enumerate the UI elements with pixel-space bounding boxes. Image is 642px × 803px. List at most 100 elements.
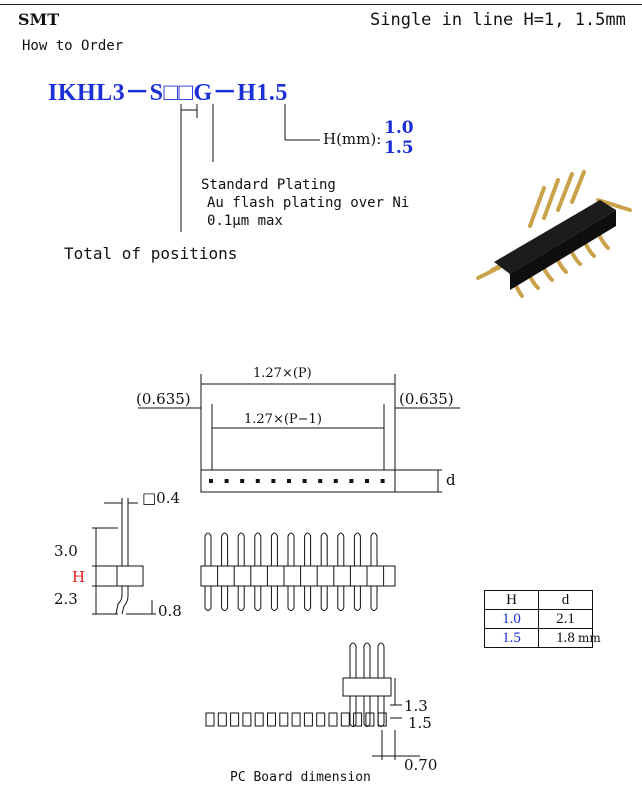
pitch-inner-label: 1.27×(P−1) — [244, 412, 322, 427]
top-view-pad — [287, 479, 291, 483]
category-label: SMT — [18, 10, 60, 29]
pcb-pin-top — [377, 642, 385, 678]
plating-desc: Au flash plating over Ni — [207, 195, 410, 211]
pn-mid: G－H — [193, 80, 257, 106]
front-pin-top — [204, 532, 212, 566]
pcb-pad-square — [291, 712, 301, 727]
table-header-row: H d — [484, 590, 593, 610]
front-pin-top — [353, 532, 361, 566]
front-pin-bottom — [204, 586, 212, 611]
pcb-pad-square — [267, 712, 276, 727]
front-pin-top — [237, 532, 245, 566]
front-pin-bottom — [221, 586, 229, 611]
top-view-pad — [349, 479, 354, 483]
top-rule — [0, 4, 642, 5]
pcb-pad-square — [316, 712, 326, 727]
table-header: d — [538, 590, 593, 610]
pcb-pad-square — [377, 712, 387, 727]
table-cell: 2.1 — [538, 609, 593, 629]
pcb-pad-square — [303, 712, 313, 727]
top-view-pad — [240, 479, 245, 483]
dim-foot-label: 0.8 — [158, 602, 182, 620]
top-view-pad — [380, 479, 385, 483]
pin-size-label: □0.4 — [142, 489, 181, 507]
plating-thickness: 0.1μm max — [207, 213, 283, 229]
front-pin-bottom — [254, 586, 262, 611]
total-positions-label: Total of positions — [64, 244, 238, 263]
plating-block: Standard Plating Au flash plating over N… — [201, 176, 409, 230]
top-view-pad — [365, 479, 369, 483]
front-pin-bottom — [320, 586, 328, 611]
front-pin-top — [370, 532, 378, 566]
h-mm-label: H(mm): — [323, 130, 382, 148]
how-to-order-heading: How to Order — [22, 38, 124, 54]
table-cell: 1.8 — [538, 628, 593, 648]
h-option: 1.0 — [384, 118, 414, 138]
front-view-pins — [204, 532, 385, 611]
pcb-pad-square — [217, 712, 227, 727]
front-pin-top — [287, 532, 295, 566]
pitch-total-label: 1.27×(P) — [253, 366, 312, 381]
front-pin-top — [337, 532, 345, 566]
front-pin-top — [221, 532, 229, 566]
page-subtitle: Single in line H=1, 1.5mm — [370, 10, 626, 30]
plating-title: Standard Plating — [201, 177, 336, 193]
pcb-pad-square — [328, 712, 338, 727]
pcb-pin-bottom — [349, 696, 357, 727]
h-options: 1.0 1.5 — [384, 118, 414, 158]
table-row: 1.0 2.1 — [484, 609, 593, 629]
pcb-pad-square — [230, 712, 240, 727]
dim-top-label: 3.0 — [54, 542, 78, 560]
front-pin-bottom — [304, 586, 312, 611]
top-view-pads — [209, 479, 385, 483]
h-d-table: H d 1.0 2.1 1.5 1.8 — [484, 590, 593, 648]
pcb-pad-square — [254, 712, 264, 727]
margin-left-label: (0.635) — [136, 390, 191, 408]
pcb-caption: PC Board dimension — [230, 770, 371, 785]
top-view-pad — [209, 479, 213, 483]
front-pin-bottom — [270, 586, 278, 611]
pcb-13-label: 1.3 — [404, 697, 428, 715]
front-pin-bottom — [237, 586, 245, 611]
front-pin-bottom — [353, 586, 361, 611]
pcb-pad-square — [279, 712, 289, 727]
pcb-footprint — [205, 712, 387, 727]
front-pin-bottom — [337, 586, 345, 611]
pcb-pin-top — [363, 642, 371, 678]
table-row: 1.5 1.8 — [484, 628, 593, 648]
front-pin-bottom — [370, 586, 378, 611]
front-pin-top — [270, 532, 278, 566]
front-pin-top — [320, 532, 328, 566]
pcb-070-label: 0.70 — [404, 756, 438, 774]
table-cell: 1.5 — [484, 628, 539, 648]
pcb-pad-square — [353, 712, 363, 727]
pcb-15-label: 1.5 — [408, 714, 432, 732]
margin-right-label: (0.635) — [399, 390, 454, 408]
top-view-pad — [255, 479, 260, 483]
front-pin-top — [254, 532, 262, 566]
table-header: H — [484, 590, 539, 610]
pn-suffix: 1.5 — [256, 80, 288, 106]
dim-h-label: H — [72, 568, 86, 586]
pcb-pad-square — [205, 712, 215, 727]
d-label: d — [446, 471, 456, 489]
top-view-pad — [318, 479, 323, 483]
table-cell: 1.0 — [484, 609, 539, 629]
front-pin-top — [304, 532, 312, 566]
connector-photo — [476, 170, 632, 298]
pcb-pin-top — [349, 642, 357, 678]
h-option: 1.5 — [384, 138, 414, 158]
top-view-pad — [271, 479, 276, 483]
top-view-pad — [302, 479, 307, 483]
dim-bottom-label: 2.3 — [54, 590, 78, 608]
top-view-pad — [224, 479, 229, 483]
table-unit: mm — [578, 631, 601, 645]
pcb-pin-bottom — [377, 696, 385, 727]
part-number: IKHL3－S□□G－H1.5 — [48, 72, 288, 107]
pcb-pad-square — [340, 712, 350, 727]
front-pin-bottom — [287, 586, 295, 611]
pcb-pin-bottom — [363, 696, 371, 727]
top-view-pad — [333, 479, 338, 483]
